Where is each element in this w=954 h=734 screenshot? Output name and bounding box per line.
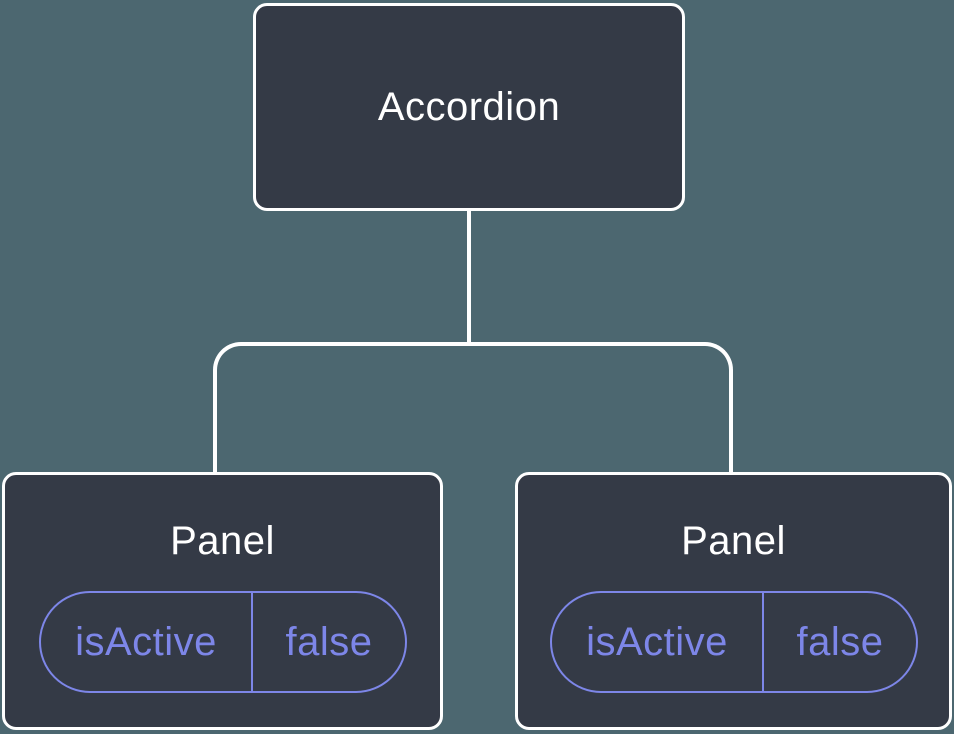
- connector-bracket: [213, 342, 733, 472]
- prop-pill: isActive false: [38, 591, 407, 693]
- prop-name: isActive: [41, 593, 254, 691]
- panel-node-left: Panel isActive false: [2, 472, 443, 730]
- prop-pill: isActive false: [549, 591, 918, 693]
- prop-value: false: [285, 619, 373, 664]
- accordion-node-title: Accordion: [377, 85, 561, 129]
- panel-node-title: Panel: [170, 519, 275, 563]
- panel-node-right: Panel isActive false: [515, 472, 952, 730]
- panel-node-title: Panel: [681, 519, 786, 563]
- connector-stem: [467, 209, 471, 346]
- accordion-node: Accordion: [253, 3, 685, 211]
- prop-value: false: [796, 619, 884, 664]
- prop-name: isActive: [552, 593, 765, 691]
